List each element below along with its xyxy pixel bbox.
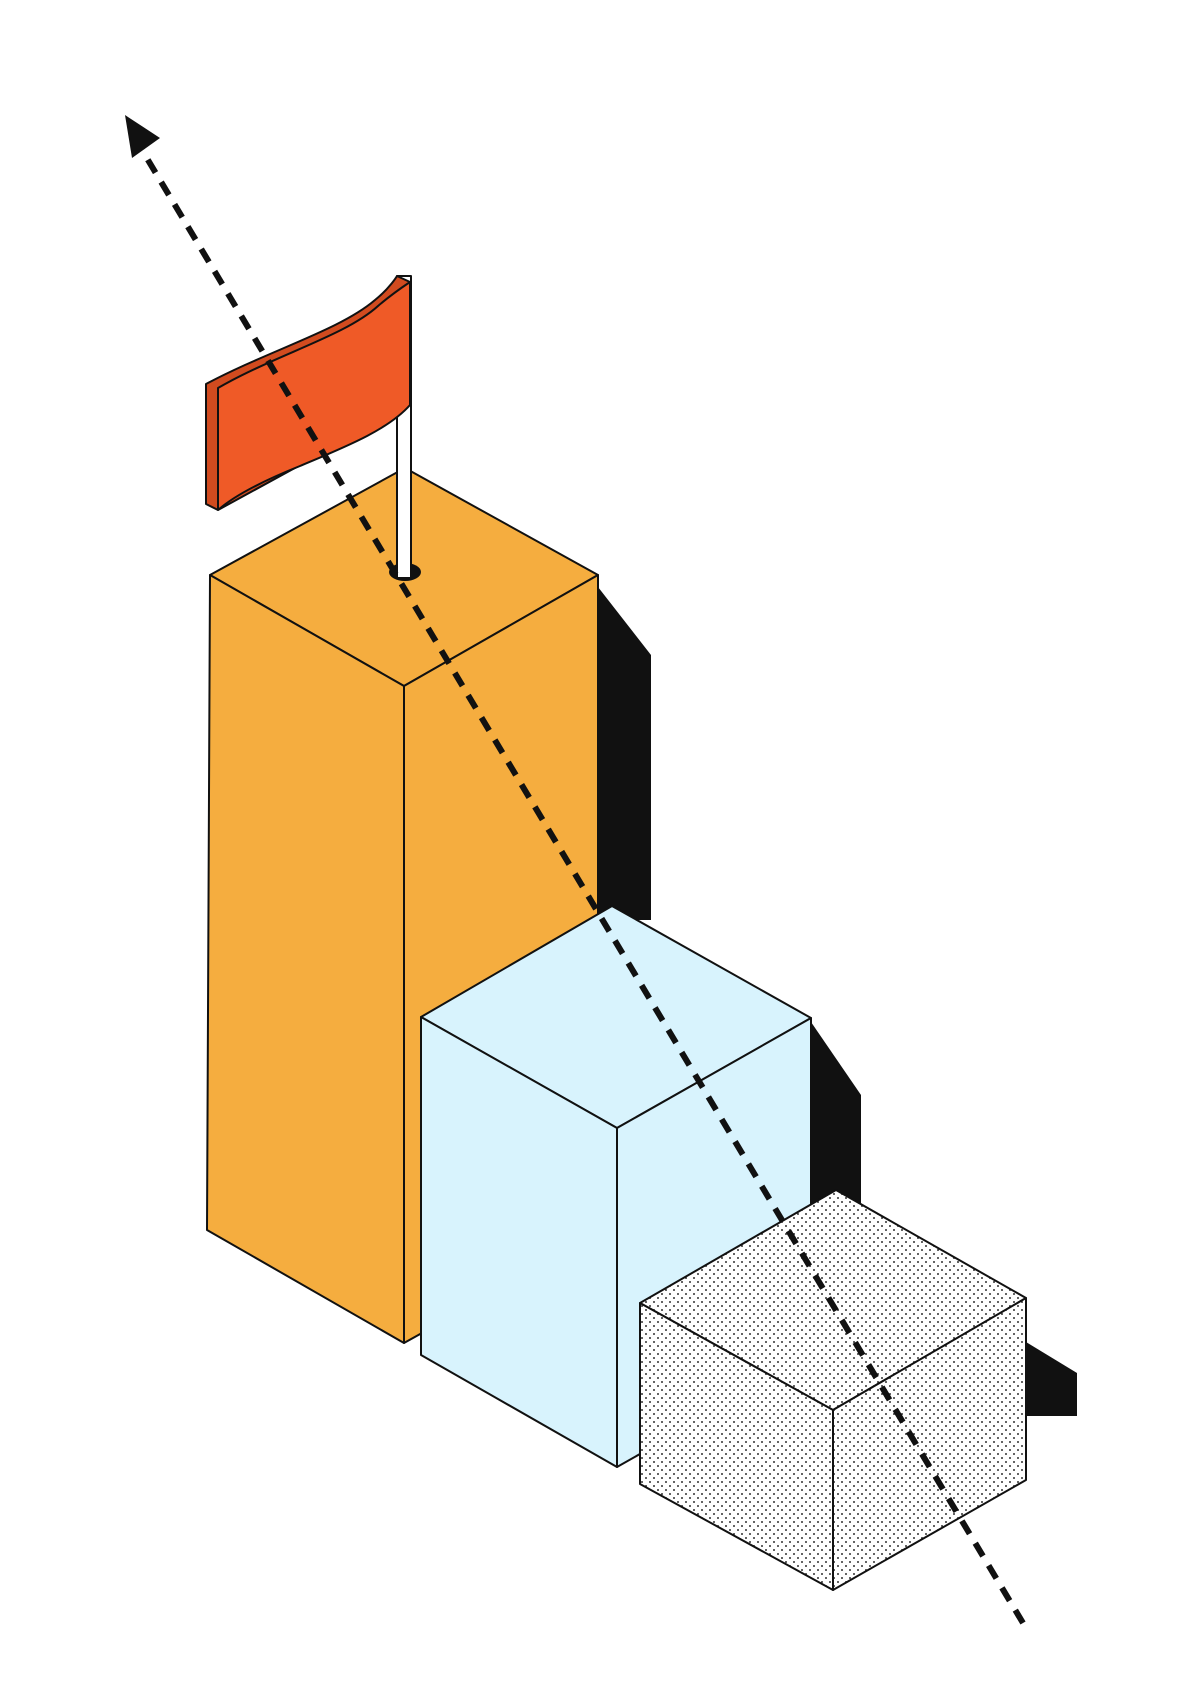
short-block-right-face (832, 1297, 1027, 1591)
flag-icon (205, 275, 421, 581)
shadow-short-block (1026, 1342, 1077, 1416)
flag-cloth (217, 281, 411, 511)
arrow-up-left-icon (125, 115, 160, 158)
trend-line-dashes (139, 148, 1026, 1625)
tall-block-left-face (206, 574, 405, 1344)
trend-line (125, 115, 1026, 1625)
shadow-tall-block (598, 587, 651, 920)
